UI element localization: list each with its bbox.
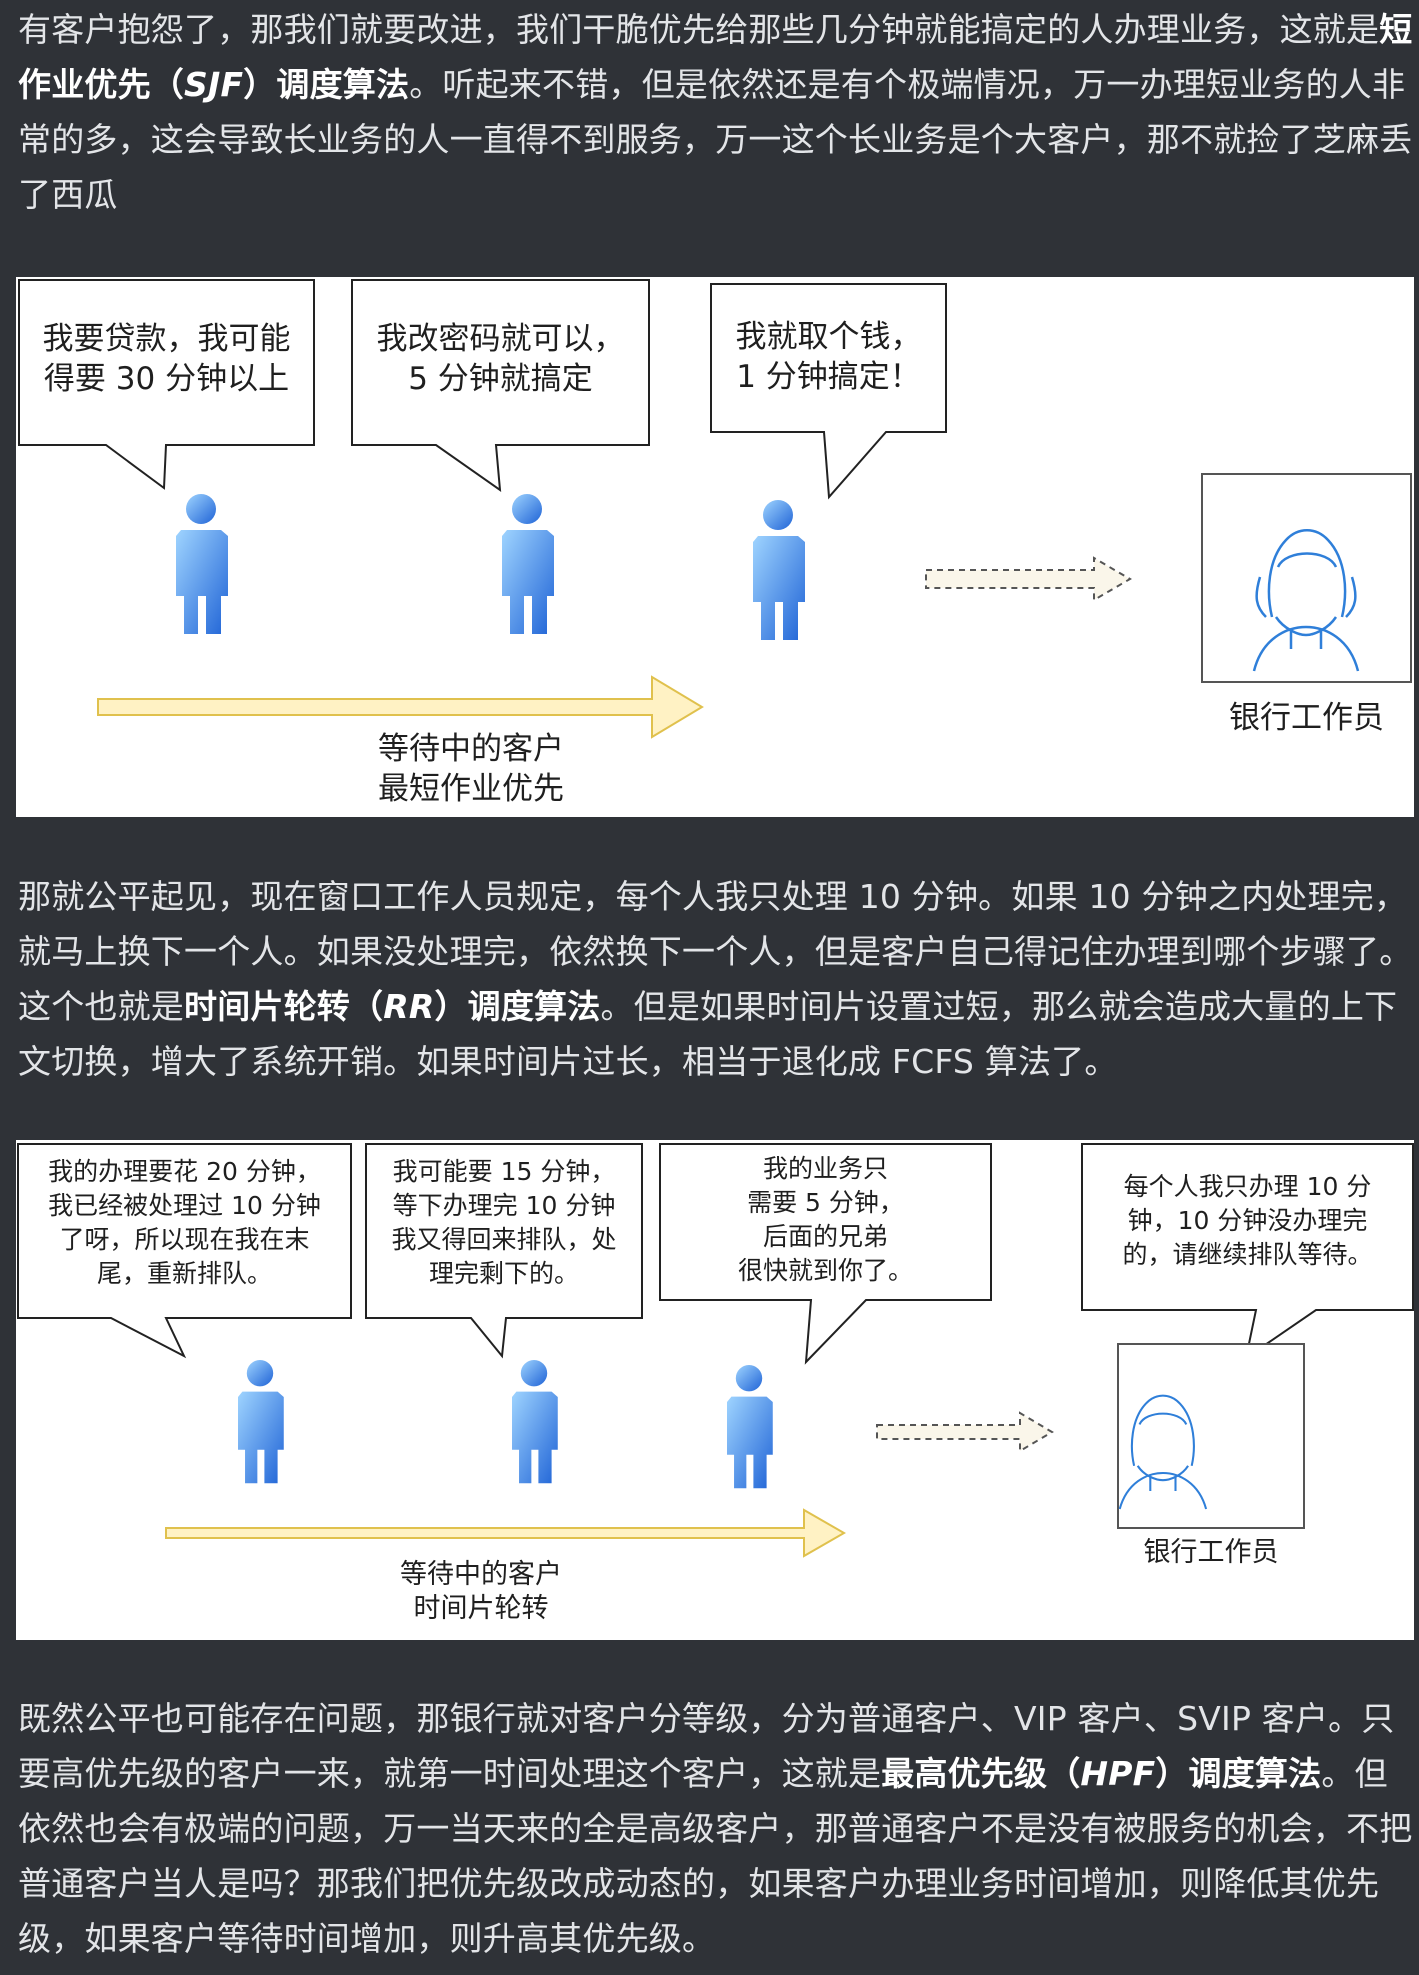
emphasis-text: HPF — [1080, 1754, 1156, 1793]
queue-caption: 等待中的客户时间片轮转 — [400, 1559, 562, 1624]
teller-frame — [1117, 1343, 1305, 1529]
paragraph-sjf: 有客户抱怨了，那我们就要改进，我们干脆优先给那些几分钟就能搞定的人办理业务，这就… — [18, 2, 1413, 222]
queue-arrow — [97, 675, 704, 739]
speech-bubble-1 — [18, 279, 315, 490]
speech-bubble-3 — [659, 1143, 992, 1365]
queue-caption: 等待中的客户最短作业优先 — [378, 731, 564, 807]
diagram-rr: 我的办理要花 20 分钟，我已经被处理过 10 分钟了呀，所以现在我在末尾，重新… — [16, 1140, 1414, 1640]
paragraph-text: 。听起来不错，但是依然还是有个极端情况，万一办理短业务的人非常的多，这会导致长业… — [18, 65, 1413, 214]
bold-text: HPF — [1080, 1754, 1155, 1793]
bold-text: ）调度算法 — [243, 65, 410, 104]
person-icon — [512, 1360, 558, 1484]
paragraph-rr: 那就公平起见，现在窗口工作人员规定，每个人我只处理 10 分钟。如果 10 分钟… — [18, 869, 1413, 1089]
paragraph-text: 既然公平也可能存在问题，那银行就对客户分等级，分为普通客户、VIP 客户、SVI… — [18, 1699, 1395, 1793]
bubble-text-loan: 我要贷款，我可能得要 30 分钟以上 — [42, 321, 291, 397]
paragraph-text: 。但是如果时间片设置过短，那么就会造成大量的上下文切换，增大了系统开销。如果时间… — [18, 987, 1398, 1081]
speech-bubble-2 — [351, 279, 650, 493]
diagram-rr-graphic — [17, 1143, 1414, 1558]
bold-text: RR — [383, 987, 434, 1026]
speech-bubble-4 — [1081, 1143, 1414, 1361]
bold-text: ）调度算法 — [1155, 1754, 1322, 1793]
dashed-arrow — [876, 1411, 1054, 1453]
emphasis-text: SJF — [184, 65, 244, 104]
teller-icon — [1118, 1394, 1208, 1510]
person-icon — [753, 500, 805, 640]
person-icon — [727, 1365, 773, 1489]
person-icon — [238, 1360, 284, 1484]
paragraph-text: 有客户抱怨了，那我们就要改进，我们干脆优先给那些几分钟就能搞定的人办理业务，这就… — [18, 10, 1380, 49]
bubble-text-password: 我改密码就可以，5 分钟就搞定 — [376, 321, 625, 397]
diagram-sjf-graphic — [18, 279, 1412, 739]
emphasis-text: RR — [383, 987, 435, 1026]
bubble-text-15min: 我可能要 15 分钟，等下办理完 10 分钟我又得回来排队，处理完剩下的。 — [391, 1157, 617, 1288]
bubble-text-teller: 每个人我只办理 10 分钟，10 分钟没办理完的，请继续排队等待。 — [1122, 1172, 1373, 1269]
bold-text: ）调度算法 — [434, 987, 601, 1026]
paragraph-text: 。但依然也会有极端的问题，万一当天来的全是高级客户，那普通客户不是没有被服务的机… — [18, 1754, 1413, 1958]
speech-bubble-3 — [710, 283, 947, 500]
bubble-text-20min: 我的办理要花 20 分钟，我已经被处理过 10 分钟了呀，所以现在我在末尾，重新… — [48, 1157, 321, 1288]
diagram-sjf: 我要贷款，我可能得要 30 分钟以上 我改密码就可以，5 分钟就搞定 我就取个钱… — [16, 277, 1414, 817]
teller-frame — [1201, 473, 1412, 683]
teller-label: 银行工作员 — [1143, 1537, 1279, 1568]
dashed-arrow — [925, 556, 1132, 602]
person-icon — [502, 494, 554, 634]
paragraph-text: 那就公平起见，现在窗口工作人员规定，每个人我只处理 10 分钟。如果 10 分钟… — [18, 877, 1413, 1026]
bold-text: 最高优先级（ — [881, 1754, 1081, 1793]
person-icon — [176, 494, 228, 634]
bold-text: SJF — [184, 65, 243, 104]
speech-bubble-1 — [17, 1143, 352, 1359]
bold-text: 短作业优先（ — [18, 10, 1413, 104]
bubble-text-withdraw: 我就取个钱，1 分钟搞定！ — [735, 319, 922, 395]
bubble-text-5min: 我的业务只需要 5 分钟，后面的兄弟很快就到你了。 — [737, 1154, 913, 1285]
teller-label: 银行工作员 — [1229, 700, 1384, 736]
teller-icon — [1252, 529, 1360, 672]
paragraph-hpf: 既然公平也可能存在问题，那银行就对客户分等级，分为普通客户、VIP 客户、SVI… — [18, 1691, 1413, 1966]
queue-arrow — [165, 1508, 847, 1558]
bold-text: 时间片轮转（ — [184, 987, 384, 1026]
speech-bubble-2 — [365, 1143, 643, 1359]
